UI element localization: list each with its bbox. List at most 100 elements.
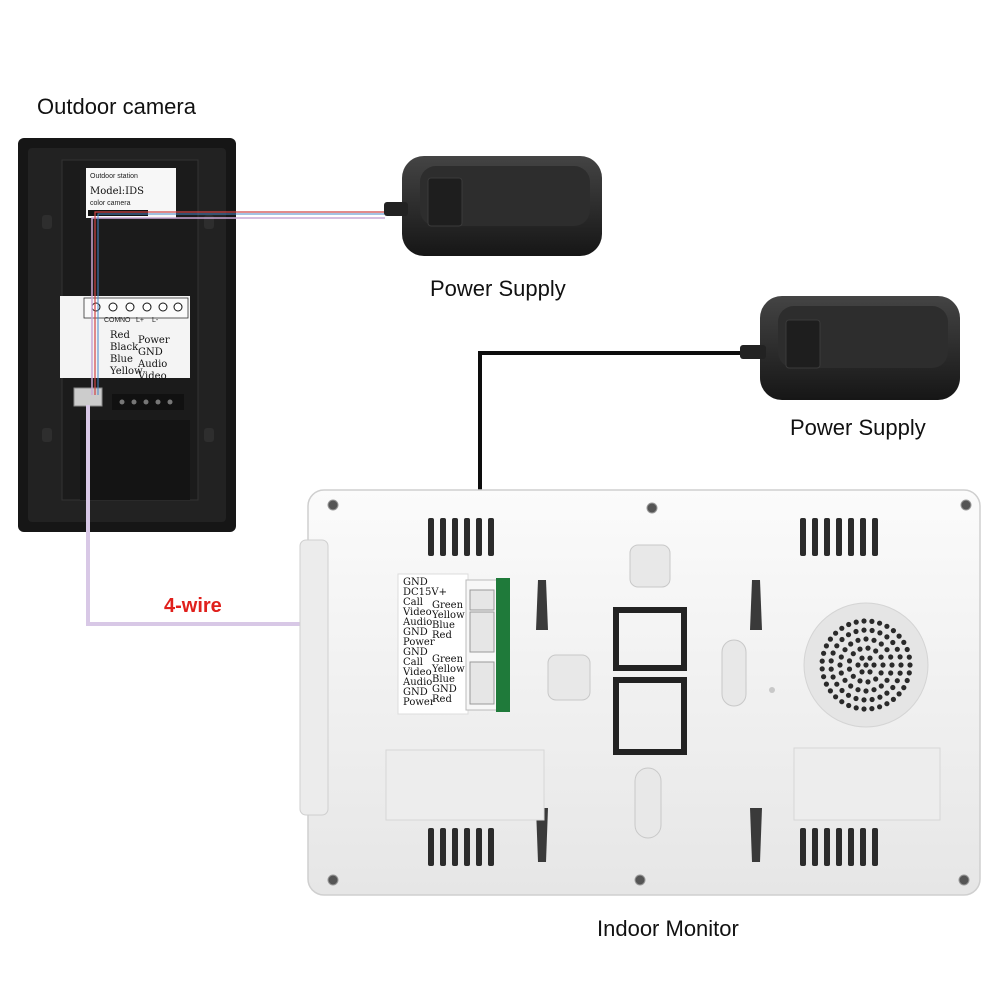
speaker-hole bbox=[830, 650, 836, 656]
speaker-hole bbox=[884, 623, 890, 629]
speaker-hole bbox=[873, 648, 879, 654]
speaker-hole bbox=[884, 634, 890, 640]
speaker-hole bbox=[898, 662, 904, 668]
speaker-hole bbox=[901, 639, 907, 646]
camera-top-terminal-label: COM bbox=[104, 317, 121, 324]
speaker-hole bbox=[897, 654, 903, 660]
speaker-hole bbox=[871, 662, 877, 668]
speaker-hole bbox=[877, 694, 883, 700]
speaker-hole bbox=[828, 658, 834, 664]
speaker-hole bbox=[839, 699, 845, 705]
speaker-hole bbox=[888, 654, 894, 660]
speaker-hole bbox=[869, 618, 875, 625]
speaker-hole bbox=[865, 679, 871, 685]
speaker-hole bbox=[880, 662, 886, 668]
speaker-hole bbox=[878, 654, 884, 660]
speaker-hole bbox=[846, 702, 852, 709]
speaker-hole bbox=[884, 647, 890, 653]
speaker-hole bbox=[890, 628, 897, 634]
speaker-hole bbox=[861, 618, 867, 624]
monitor-wire-color-label: Yellow bbox=[431, 664, 465, 675]
speaker-hole bbox=[889, 662, 895, 668]
monitor-terminal-label: Audio bbox=[402, 677, 432, 688]
speaker-hole bbox=[867, 655, 873, 661]
speaker-hole bbox=[848, 641, 854, 647]
speaker-hole bbox=[861, 627, 867, 633]
speaker-hole bbox=[871, 687, 877, 693]
speaker-hole bbox=[845, 632, 852, 638]
speaker-hole bbox=[863, 636, 869, 642]
speaker-hole bbox=[834, 643, 840, 649]
model-label-line: Model:IDS bbox=[90, 186, 144, 197]
speaker-hole bbox=[828, 666, 834, 672]
speaker-hole bbox=[871, 637, 877, 643]
power-adapter-icon bbox=[740, 296, 960, 400]
monitor-terminal-label: Power bbox=[403, 697, 435, 708]
speaker-hole bbox=[842, 647, 848, 653]
speaker-hole bbox=[869, 696, 875, 703]
speaker-hole bbox=[904, 677, 910, 684]
camera-terminal-label: Audio bbox=[137, 359, 167, 370]
monitor-terminal-label: GND bbox=[403, 687, 428, 698]
monitor-wire-color-label: GND bbox=[432, 684, 457, 695]
speaker-hole bbox=[853, 695, 859, 702]
speaker-hole bbox=[839, 636, 845, 643]
camera-top-terminal-label: L- bbox=[152, 317, 159, 324]
power-supply-caption-2: Power Supply bbox=[790, 415, 926, 440]
monitor-wire-color-label: Blue bbox=[432, 620, 455, 631]
monitor-wire-color-label: Yellow bbox=[431, 610, 465, 621]
screw-icon bbox=[327, 499, 972, 886]
speaker-hole bbox=[869, 706, 875, 712]
power-adapter-icon bbox=[384, 156, 602, 256]
speaker-hole bbox=[846, 666, 853, 672]
speaker-hole bbox=[855, 687, 861, 693]
monitor-terminal-label: GND bbox=[403, 647, 428, 658]
monitor-terminal-label: Call bbox=[403, 597, 423, 608]
speaker-hole bbox=[855, 637, 861, 643]
speaker-hole bbox=[848, 683, 854, 689]
speaker-hole bbox=[857, 646, 863, 652]
camera-terminal-label: Power bbox=[138, 335, 170, 346]
model-label bbox=[86, 168, 176, 218]
speaker-hole bbox=[867, 669, 873, 675]
speaker-hole bbox=[907, 662, 913, 668]
speaker-hole bbox=[855, 662, 861, 668]
speaker-hole bbox=[821, 674, 827, 680]
speaker-hole bbox=[833, 630, 839, 636]
speaker-hole bbox=[859, 655, 865, 661]
speaker-hole bbox=[853, 619, 859, 625]
camera-wire-color-label: Blue bbox=[110, 354, 133, 365]
monitor-wire-color-label: Red bbox=[432, 630, 452, 641]
speaker-hole bbox=[906, 654, 912, 660]
speaker-hole bbox=[853, 628, 859, 635]
indoor-monitor bbox=[299, 489, 981, 896]
speaker-hole bbox=[863, 688, 869, 694]
monitor-wire-color-label: Green bbox=[432, 600, 464, 611]
speaker-hole bbox=[850, 673, 856, 679]
speaker-hole bbox=[890, 696, 897, 703]
monitor-terminal-label: Video bbox=[402, 607, 432, 618]
speaker-hole bbox=[894, 646, 900, 652]
speaker-hole bbox=[833, 694, 839, 700]
speaker-hole bbox=[878, 641, 884, 647]
speaker-hole bbox=[823, 681, 830, 687]
speaker-hole bbox=[839, 625, 845, 631]
speaker-hole bbox=[888, 670, 894, 676]
camera-top-terminal-label: NO bbox=[120, 317, 131, 324]
speaker-hole bbox=[890, 684, 896, 691]
monitor-terminal-label: Call bbox=[403, 657, 423, 668]
speaker-hole bbox=[884, 701, 890, 707]
speaker-hole bbox=[904, 646, 910, 653]
speaker-hole bbox=[834, 681, 840, 687]
camera-top-terminal-label: L+ bbox=[136, 317, 144, 324]
speaker-grille-icon bbox=[803, 602, 929, 728]
camera-wire-color-label: Black bbox=[110, 342, 139, 353]
speaker-hole bbox=[819, 658, 825, 664]
four-wire-label: 4-wire bbox=[164, 595, 222, 617]
monitor-wire-color-label: Red bbox=[432, 694, 452, 705]
camera-wire-color-label: Yellow bbox=[109, 366, 143, 377]
speaker-hole bbox=[890, 639, 896, 646]
monitor-wire-color-label: Green bbox=[432, 654, 464, 665]
speaker-hole bbox=[896, 691, 902, 697]
